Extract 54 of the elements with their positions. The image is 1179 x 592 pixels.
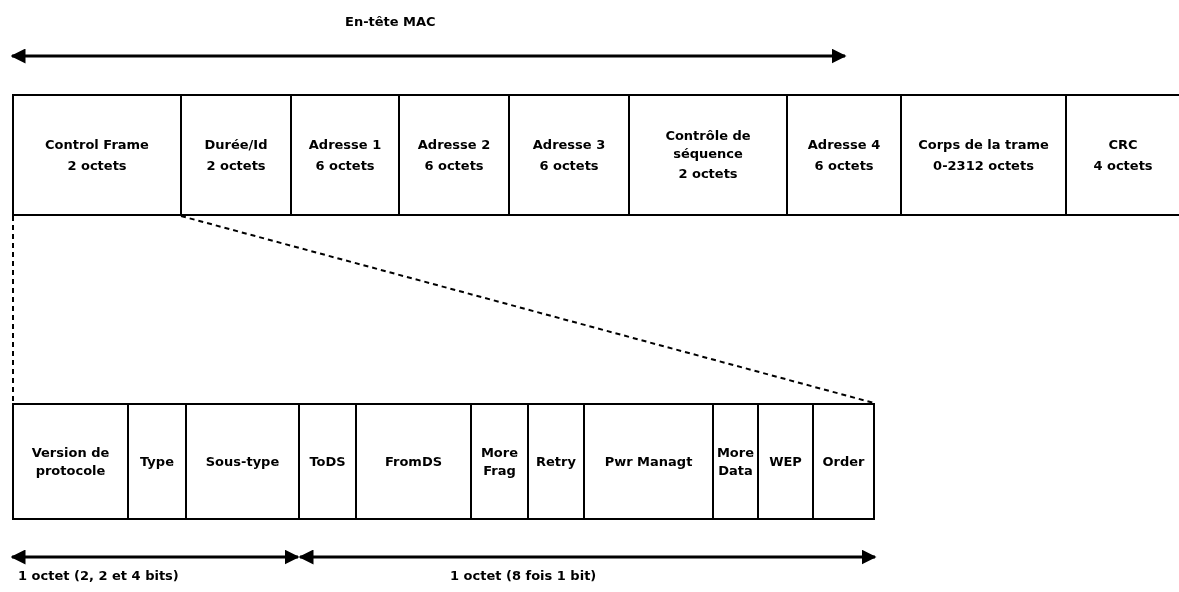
field-name: Sous-type xyxy=(205,452,280,471)
frame-field xyxy=(527,403,585,520)
field-name: More Frag xyxy=(479,443,520,480)
field-name: Adresse 1 xyxy=(308,135,382,154)
dimension-label: 1 octet (2, 2 et 4 bits) xyxy=(18,568,179,583)
field-name: Control Frame xyxy=(45,135,149,154)
field-name: WEP xyxy=(769,452,802,471)
frame-field xyxy=(185,403,300,520)
frame-field xyxy=(12,403,129,520)
zoom-line xyxy=(180,215,875,404)
frame-field xyxy=(1065,94,1179,216)
frame-field xyxy=(583,403,714,520)
frame-field xyxy=(628,94,788,216)
field-name: Version de protocole xyxy=(30,443,111,480)
field-size: 0-2312 octets xyxy=(933,156,1034,175)
frame-field xyxy=(470,403,529,520)
field-name: Contrôle de séquence xyxy=(664,127,752,163)
frame-field xyxy=(398,94,510,216)
field-size: 6 octets xyxy=(814,156,874,175)
field-name: Order xyxy=(822,452,865,471)
frame-field xyxy=(786,94,902,216)
field-name: Adresse 2 xyxy=(417,135,491,154)
field-name: Pwr Managt xyxy=(604,452,693,471)
frame-field xyxy=(180,94,292,216)
field-name: Retry xyxy=(536,452,576,471)
field-size: 2 octets xyxy=(678,165,738,183)
frame-field xyxy=(355,403,472,520)
frame-field xyxy=(900,94,1067,216)
zoom-line xyxy=(12,215,14,404)
dimension-label: 1 octet (8 fois 1 bit) xyxy=(450,568,597,583)
frame-field xyxy=(812,403,875,520)
field-size: 2 octets xyxy=(67,156,127,175)
field-size: 6 octets xyxy=(539,156,599,175)
dimension-label: En-tête MAC xyxy=(345,14,436,29)
frame-field xyxy=(508,94,630,216)
frame-field xyxy=(712,403,759,520)
frame-field xyxy=(12,94,182,216)
field-name: Adresse 3 xyxy=(532,135,606,154)
frame-field xyxy=(757,403,814,520)
field-name: Durée/Id xyxy=(204,135,268,154)
field-name: Adresse 4 xyxy=(807,135,881,154)
field-size: 4 octets xyxy=(1093,156,1153,175)
field-name: CRC xyxy=(1108,135,1138,154)
frame-field xyxy=(127,403,187,520)
field-name: Corps de la trame xyxy=(918,135,1049,154)
field-name: ToDS xyxy=(309,452,346,471)
field-size: 2 octets xyxy=(206,156,266,175)
frame-field xyxy=(290,94,400,216)
frame-field xyxy=(298,403,357,520)
field-size: 6 octets xyxy=(315,156,375,175)
field-name: More Data xyxy=(716,443,755,480)
field-name: FromDS xyxy=(384,452,443,471)
field-size: 6 octets xyxy=(424,156,484,175)
field-name: Type xyxy=(140,452,174,471)
